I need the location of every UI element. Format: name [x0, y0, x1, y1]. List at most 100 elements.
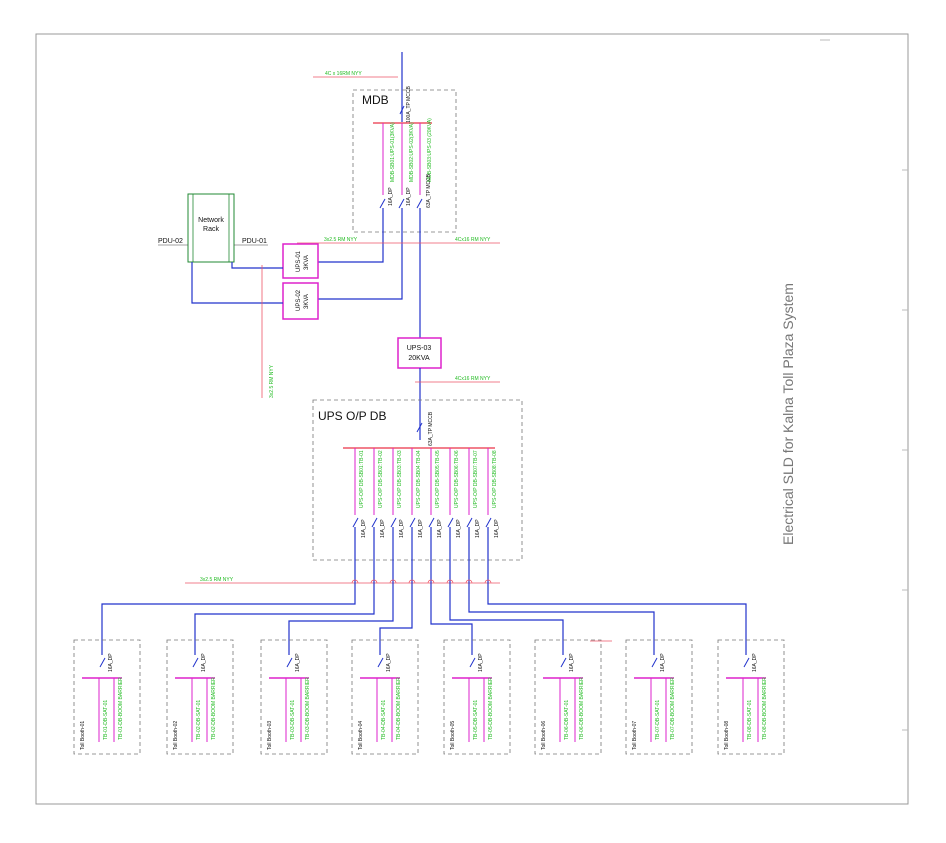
db-breaker-symbol: [409, 517, 416, 528]
booth-feeder: [449, 527, 564, 655]
booth-circuit-label: TB-01-DB-SAT-01: [103, 700, 109, 740]
db-circuit-label: UPS-O/P DB-SB05:TB-05: [435, 450, 441, 508]
booth-breaker-symbol: [651, 657, 658, 668]
toll-booth-box: [717, 639, 785, 755]
booth-circuit-label: TB-02-DB-SAT-01: [196, 700, 202, 740]
toll-booth-box: [73, 639, 141, 755]
db-breaker-symbol: [352, 517, 359, 528]
db-breaker-label: 16A_DP: [380, 519, 386, 538]
cable-crossing-hop: [446, 579, 454, 584]
ups01-to-pdu01: [231, 262, 283, 269]
toll-booth-box: [166, 639, 234, 755]
cable-crossing-hop: [427, 579, 435, 584]
booth-feeder-lines: [101, 527, 747, 655]
pdu02-label: PDU-02: [158, 238, 183, 245]
db-breaker-symbol: [485, 517, 492, 528]
db-circuit-label: UPS-O/P DB-SB07:TB-07: [473, 450, 479, 508]
mdb-label: MDB: [362, 93, 389, 107]
booth-circuit-label: TB-06-DB-SAT-01: [564, 700, 570, 740]
mdb-breaker-label: 16A_DP: [406, 187, 412, 206]
network-rack-label: Rack: [203, 226, 219, 233]
cable-crossing-hop: [408, 579, 416, 584]
ups03-out-cable-label: 4Cx16 RM NYY: [455, 376, 491, 382]
toll-booth-box: [534, 639, 602, 755]
booth-feeder: [101, 527, 356, 655]
db-breaker-symbol: [428, 517, 435, 528]
booth-breaker-symbol: [377, 657, 384, 668]
ups-down-cable-label: 3x2.5 RM NYY: [269, 364, 275, 398]
toll-booth-label: Toll Booth-08: [724, 721, 730, 750]
ups-op-db-main-breaker-symbol: [416, 422, 423, 433]
mdb-circuit-lines: [382, 123, 421, 195]
booth-feed-cable-label: 3x2.5 RM NYY: [200, 577, 234, 583]
booth-breaker-label: 16A_DP: [295, 653, 301, 672]
ups-feed-cable-label: 3x2.5 RM NYY: [324, 237, 358, 243]
booth-feeder: [288, 527, 394, 655]
mdb-circuit-label: MDB-SB01:UPS-01(3KVA): [390, 122, 396, 182]
ups-op-db-panel: [312, 399, 523, 561]
db-breaker-symbol: [447, 517, 454, 528]
booth-breaker-label: 16A_DP: [386, 653, 392, 672]
toll-booth-label: Toll Booth-04: [358, 721, 364, 750]
cable-crossing-hop: [370, 579, 378, 584]
ups03-feed-cable-label: 4Cx16 RM NYY: [455, 237, 491, 243]
incoming-cable-label: 4C x 16RM NYY: [325, 71, 362, 77]
ups01-rating: 3KVA: [304, 255, 310, 270]
db-breaker-symbol: [371, 517, 378, 528]
booth-circuit-label: TB-08-DB-BOOM BARRIER: [762, 677, 768, 740]
toll-booth-box: [351, 639, 419, 755]
booth-circuit-label: TB-07-DB-SAT-01: [655, 700, 661, 740]
booth-circuit-label: TB-04-DB-BOOM BARRIER: [396, 677, 402, 740]
ups02-rating: 3KVA: [304, 294, 310, 309]
toll-booth-panel: 16A_DP TB-05-DB-SAT-01 TB-05-DB-BOOM BARRI…: [443, 639, 511, 755]
mdb-main-breaker-label: 100A_TP MCCB: [406, 85, 412, 123]
toll-booth-box: [625, 639, 693, 755]
ups02-box: [282, 282, 319, 320]
booth-feeder: [468, 527, 655, 655]
ups01-name: UPS-01: [296, 250, 302, 272]
booth-feeder: [194, 527, 375, 655]
ups-op-db-label: UPS O/P DB: [318, 409, 386, 423]
feeder-ups01: [318, 208, 384, 263]
ups03-rating: 20KVA: [408, 355, 430, 362]
db-circuit-label: UPS-O/P DB-SB01:TB-01: [359, 450, 365, 508]
db-circuit-label: UPS-O/P DB-SB04:TB-04: [416, 450, 422, 508]
booth-breaker-label: 16A_DP: [660, 653, 666, 672]
ups02-name: UPS-02: [296, 289, 302, 311]
db-breaker-label: 16A_DP: [494, 519, 500, 538]
booth-circuit-label: TB-02-DB-BOOM BARRIER: [211, 677, 217, 740]
booth-breaker-symbol: [286, 657, 293, 668]
db-breaker-label: 16A_DP: [418, 519, 424, 538]
toll-booth-label: Toll Booth-05: [450, 721, 456, 750]
booth-feeder: [487, 527, 747, 655]
db-breaker-symbol: [390, 517, 397, 528]
booth-circuit-label: TB-05-DB-BOOM BARRIER: [488, 677, 494, 740]
frame-ticks: [820, 39, 908, 731]
cable-crossing-hop: [484, 579, 492, 584]
ups02-to-pdu02: [191, 262, 283, 304]
toll-booth-box: [260, 639, 328, 755]
mdb-breaker-label: 16A_DP: [388, 187, 394, 206]
booth-circuit-label: TB-05-DB-SAT-01: [473, 700, 479, 740]
booth-breaker-symbol: [99, 657, 106, 668]
toll-booth-label: Toll Booth-03: [267, 721, 273, 750]
booth-breaker-label: 16A_DP: [478, 653, 484, 672]
ups-op-db-circuits: UPS-O/P DB-SB01:TB-01 16A_DP UPS-O/P DB-SB…: [352, 448, 500, 538]
booth-breaker-symbol: [192, 657, 199, 668]
booth-breaker-label: 16A_DP: [569, 653, 575, 672]
mdb-breaker-symbols: [379, 198, 423, 209]
mdb-breaker-label: 63A_TP MCCB: [426, 173, 432, 208]
feeder-ups02: [318, 208, 403, 300]
db-circuit-label: UPS-O/P DB-SB02:TB-02: [378, 450, 384, 508]
db-circuit-label: UPS-O/P DB-SB03:TB-03: [397, 450, 403, 508]
mdb-circuit-label: MDB-SB02:UPS-02(3KVA): [409, 122, 415, 182]
db-circuit-label: UPS-O/P DB-SB06:TB-06: [454, 450, 460, 508]
ups03-name: UPS-03: [407, 345, 432, 352]
booth-breaker-label: 16A_DP: [108, 653, 114, 672]
